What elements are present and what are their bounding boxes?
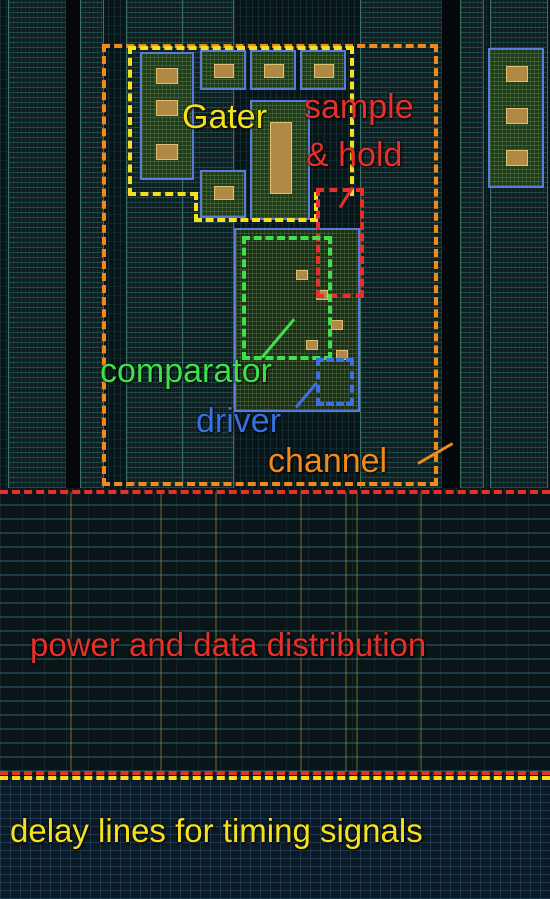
comparator-driver-cell (234, 228, 360, 412)
delay-region-divider-yellow (0, 776, 550, 780)
sample-hold-label-line1: sample (304, 88, 414, 126)
channel-label: channel (268, 442, 388, 480)
gater-outline-lower (194, 192, 318, 222)
routing-column (8, 0, 68, 488)
gater-cell (250, 50, 296, 90)
comparator-label: comparator (100, 352, 272, 390)
gater-label: Gater (182, 98, 268, 136)
power-distribution-region (0, 492, 550, 772)
gater-outline-left-bottom (128, 192, 198, 196)
routing-column (80, 0, 104, 488)
power-region-divider (0, 490, 550, 494)
gater-cell (200, 170, 246, 218)
routing-column (460, 0, 484, 488)
comparator-outline (242, 236, 332, 360)
delay-region-divider-red (0, 771, 550, 775)
delay-lines-region (0, 776, 550, 899)
driver-outline (316, 358, 354, 406)
sample-hold-outline (316, 188, 364, 298)
gater-cell (200, 50, 246, 90)
gater-outline (128, 46, 354, 196)
delay-lines-label: delay lines for timing signals (10, 812, 423, 849)
power-distribution-label: power and data distribution (30, 626, 427, 663)
sample-hold-label-line2: & hold (306, 136, 403, 174)
gater-cell (140, 52, 194, 180)
driver-label: driver (196, 402, 282, 440)
gater-cell (300, 50, 346, 90)
gater-cell (250, 100, 310, 220)
neighbor-cell (488, 48, 544, 188)
